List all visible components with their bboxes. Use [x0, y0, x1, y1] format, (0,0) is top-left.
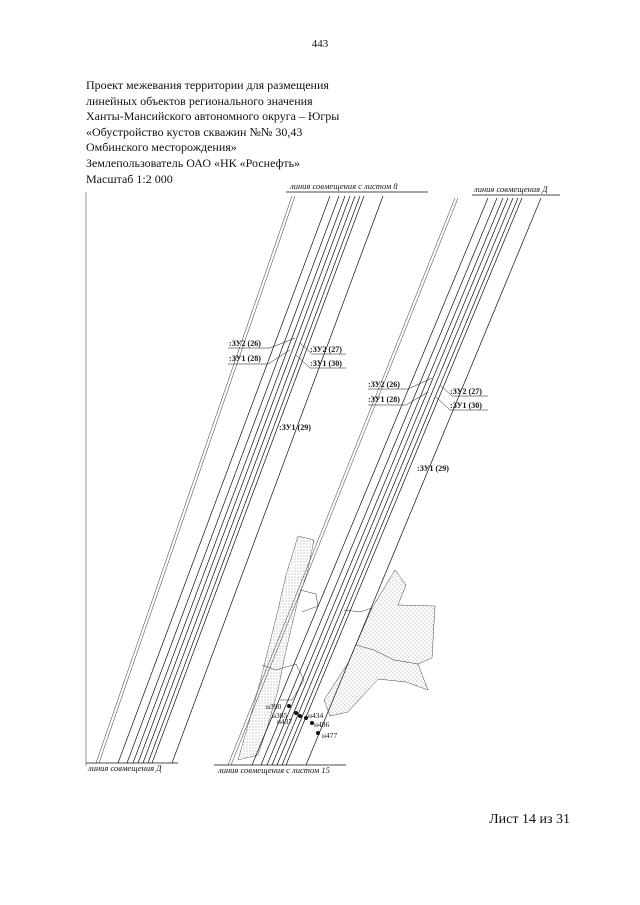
corridor-boundary	[95, 195, 293, 764]
survey-point-marker	[316, 731, 320, 735]
corridor-line	[285, 197, 523, 766]
parcel-label: :ЗУ2 (26)	[368, 380, 400, 389]
corridor-line	[132, 195, 346, 764]
match-line-top-right-label: линия совмещения Д	[473, 184, 548, 194]
parcel-boundary	[343, 607, 373, 613]
corridor-line	[151, 195, 365, 764]
corridor-line	[260, 197, 498, 766]
label-leader	[295, 354, 346, 369]
dotted-land-area-left	[237, 535, 315, 761]
corridor-line	[147, 195, 361, 764]
survey-point-label: н385	[272, 711, 288, 720]
corridor-line	[281, 197, 519, 766]
corridor-line	[271, 197, 509, 766]
corridor-boundary	[98, 195, 296, 764]
survey-point-label: н486	[314, 720, 330, 729]
parcel-label: :ЗУ1 (30)	[310, 359, 342, 368]
parcel-label: :ЗУ2 (26)	[229, 339, 261, 348]
page-number: 443	[311, 38, 329, 50]
survey-point-marker	[287, 704, 291, 708]
header-line: Ханты-Мансийского автономного округа – Ю…	[86, 109, 340, 124]
survey-point-label: н434	[308, 711, 324, 720]
label-leader	[435, 396, 488, 411]
corridor-line	[266, 197, 504, 766]
corridor-line	[142, 195, 356, 764]
corridor-line	[171, 195, 384, 764]
survey-point-label: н437	[277, 717, 293, 726]
header-line: «Обустройство кустов скважин №№ 30,43	[86, 124, 303, 139]
label-leader	[228, 337, 296, 349]
label-leader	[228, 349, 291, 365]
parcel-label: :ЗУ1 (29)	[417, 464, 449, 473]
survey-point-marker	[294, 711, 298, 715]
corridor-boundary	[227, 197, 456, 766]
document-header: Проект межевания территории для размещен…	[86, 78, 339, 187]
map-scale: Масштаб 1:2 000	[86, 171, 173, 186]
parcel-label: :ЗУ1 (30)	[450, 401, 482, 410]
dotted-land-area	[323, 569, 436, 717]
survey-point-marker	[310, 721, 314, 725]
survey-point-marker	[304, 716, 308, 720]
header-line: линейных объектов регионального значения	[86, 93, 313, 108]
match-line-bottom-right-label: линия совмещения с листом 15	[217, 765, 330, 775]
survey-point-label: н390	[266, 702, 282, 711]
match-line-bottom-left-label: линия совмещения Д	[87, 763, 162, 773]
parcel-boundary	[299, 589, 319, 613]
match-line-top-left-label: линия совмещения с листом 8	[289, 181, 398, 191]
corridor-line	[251, 197, 489, 766]
corridor-line	[276, 197, 514, 766]
header-line: Землепользователь ОАО «НК «Роснефть»	[86, 155, 301, 170]
header-line: Проект межевания территории для размещен…	[86, 78, 329, 92]
corridor-line	[117, 195, 331, 764]
survey-point-label: н477	[322, 731, 338, 740]
parcel-label: :ЗУ2 (27)	[310, 345, 342, 354]
label-leader	[439, 384, 488, 397]
corridor-line	[137, 195, 351, 764]
parcel-label: :ЗУ1 (28)	[229, 354, 261, 363]
corridor-line	[305, 197, 542, 766]
header-line: Омбинского месторождения»	[86, 140, 237, 155]
parcel-label: :ЗУ1 (28)	[368, 395, 400, 404]
parcel-label: :ЗУ1 (29)	[279, 423, 311, 432]
parcel-label: :ЗУ2 (27)	[450, 387, 482, 396]
survey-point-marker	[298, 714, 302, 718]
sheet-counter: Лист 14 из 31	[489, 812, 570, 827]
corridor-boundary	[230, 197, 459, 766]
corridor-line	[126, 195, 340, 764]
parcel-boundary	[355, 644, 419, 665]
label-leader	[299, 342, 346, 355]
label-leader	[368, 377, 433, 390]
label-leader	[368, 391, 429, 406]
